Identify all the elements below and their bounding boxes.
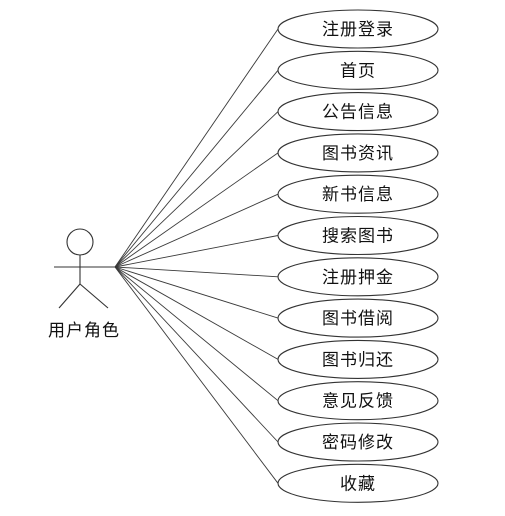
- use-case-ellipse: [277, 257, 439, 297]
- use-case: 公告信息: [277, 92, 439, 132]
- use-case-label: 收藏: [340, 474, 376, 494]
- use-case-ellipse: [277, 133, 439, 173]
- use-case: 新书信息: [277, 174, 439, 214]
- association-line: [114, 266, 279, 443]
- use-case-label: 新书信息: [322, 185, 394, 205]
- use-case: 注册押金: [277, 257, 439, 297]
- association-line: [114, 266, 279, 319]
- use-case-label: 意见反馈: [322, 392, 394, 412]
- association-line: [114, 28, 279, 268]
- association-line: [114, 266, 279, 360]
- use-case: 图书资讯: [277, 133, 439, 173]
- use-case-ellipse: [277, 9, 439, 49]
- use-case: 首页: [277, 50, 439, 90]
- use-case-label: 图书归还: [322, 350, 394, 370]
- use-case-ellipse: [277, 215, 439, 256]
- use-case-ellipse: [277, 339, 439, 379]
- use-case: 图书归还: [277, 339, 439, 379]
- use-case-ellipse: [277, 422, 439, 462]
- association-line: [114, 152, 279, 268]
- association-lines: [114, 28, 279, 484]
- actor-label: 用户角色: [48, 321, 120, 341]
- use-case-label: 首页: [340, 61, 376, 81]
- actor-figure: 用户角色: [48, 228, 120, 341]
- use-case-label: 搜索图书: [322, 227, 394, 247]
- use-case-label: 注册登录: [322, 20, 394, 40]
- use-case-ellipse: [277, 92, 439, 132]
- use-case: 图书借阅: [277, 298, 439, 338]
- actor-right-leg: [79, 283, 109, 309]
- actor-head: [66, 228, 94, 256]
- use-case-label: 图书借阅: [322, 309, 394, 329]
- actor-left-leg: [58, 283, 81, 309]
- use-case: 收藏: [277, 463, 439, 503]
- use-case: 密码修改: [277, 422, 439, 462]
- use-case-label: 注册押金: [322, 268, 394, 288]
- association-line: [114, 193, 279, 268]
- association-line: [114, 70, 279, 268]
- use-case-ellipse: [277, 463, 439, 503]
- use-case-ellipse: [277, 381, 439, 421]
- association-line: [114, 111, 279, 268]
- use-case-ellipse: [277, 50, 439, 90]
- association-line: [114, 266, 279, 402]
- use-case: 意见反馈: [277, 381, 439, 421]
- use-case-ellipse: [277, 298, 439, 338]
- association-line: [114, 266, 279, 278]
- use-case-label: 密码修改: [322, 433, 394, 453]
- use-case-label: 图书资讯: [322, 144, 394, 164]
- use-case-list: 注册登录首页公告信息图书资讯新书信息搜索图书注册押金图书借阅图书归还意见反馈密码…: [277, 9, 439, 503]
- use-case: 搜索图书: [277, 215, 439, 256]
- use-case-ellipse: [277, 174, 439, 214]
- use-case: 注册登录: [277, 9, 439, 49]
- use-case-label: 公告信息: [322, 103, 394, 123]
- association-line: [114, 235, 279, 268]
- association-line: [114, 266, 279, 484]
